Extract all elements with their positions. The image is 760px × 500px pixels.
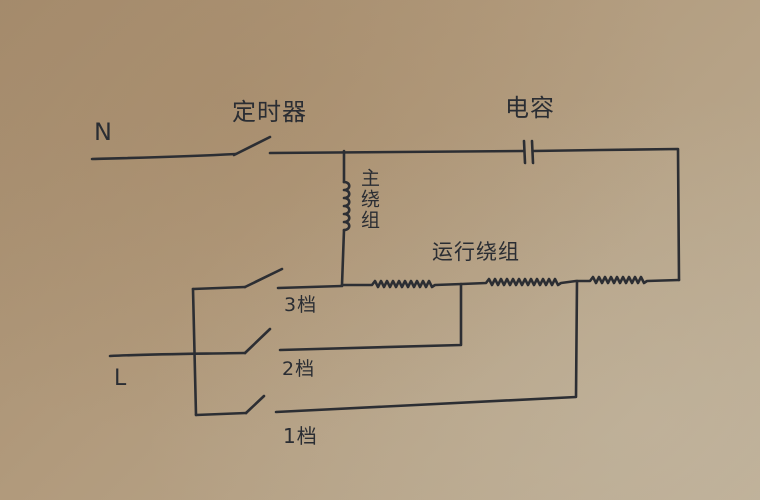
speed-switch-2-blade [243, 327, 272, 355]
bus-to-switch-1 [194, 411, 248, 417]
tap-3-wire [276, 284, 344, 290]
speed-switch-1-blade [244, 394, 266, 415]
speed-switch-3-blade [243, 267, 284, 289]
main-winding-coil [342, 180, 351, 232]
neutral-wire [90, 152, 238, 161]
live-label: L [114, 366, 128, 391]
timer-switch-blade [232, 135, 272, 157]
speed-1-label: 1档 [283, 424, 318, 448]
capacitor-label: 电容 [505, 94, 555, 122]
live-wire [108, 351, 247, 358]
neutral-label: N [94, 118, 113, 146]
tap-2-wire [278, 282, 463, 352]
top-right-wire [531, 147, 681, 282]
switch-bus [191, 287, 198, 417]
main-winding-label: 主绕组 [358, 168, 380, 231]
top-wire [268, 149, 526, 155]
run-winding-label: 运行绕组 [432, 240, 520, 264]
capacitor-symbol [522, 139, 535, 165]
main-winding-wire-bottom [340, 228, 346, 287]
tap-1-wire [274, 279, 579, 414]
speed-2-label: 2档 [282, 358, 316, 380]
bus-to-switch-3 [191, 285, 247, 291]
timer-label: 定时器 [232, 98, 307, 126]
speed-3-label: 3档 [284, 294, 318, 316]
run-winding-chain [340, 275, 681, 289]
